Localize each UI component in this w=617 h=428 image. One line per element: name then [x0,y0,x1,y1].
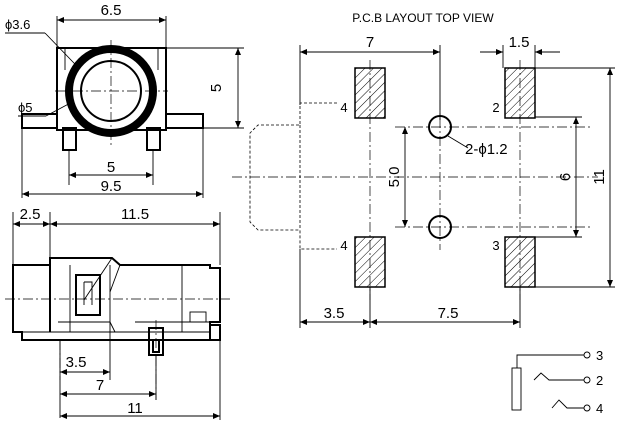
schematic-pin-2: 2 [596,373,603,388]
pin-schematic: 3 2 4 [511,348,603,416]
front-pin-right [146,127,161,151]
front-view: 6.5 ϕ3.6 ϕ5 5 5 [5,2,244,198]
dim-hole-spacing: 5.0 [386,167,403,188]
front-pin-left [62,127,77,151]
dim-hole-spec: 2-ϕ1.2 [465,141,508,158]
pad-label-top-left: 4 [340,100,347,115]
pad-label-bottom-right: 3 [492,238,499,253]
side-view: 2.5 11.5 3.5 7 [5,206,230,420]
dim-pin-distance: 7 [96,377,104,394]
dim-front-width-top: 6.5 [101,2,122,19]
schematic-plug [511,367,522,411]
jack-body-side [12,257,221,341]
dim-body-length: 11.5 [121,206,149,223]
dim-hole-diameter: ϕ3.6 [5,17,30,32]
dim-pad-pitch-right: 6 [557,173,574,181]
dim-body-width: 9.5 [101,178,122,195]
dim-total-length: 11 [127,400,143,417]
schematic-pin-3: 3 [596,348,603,363]
dim-front-height: 5 [208,84,225,92]
dim-outer-diameter: ϕ5 [18,100,33,115]
dim-overall-height: 11 [591,169,608,185]
dim-pad-span: 7.5 [438,305,459,322]
pcb-layout: P.C.B LAYOUT TOP VIEW 7 1.5 4 4 2 3 [232,11,615,328]
dim-pin-spacing: 5 [107,159,115,176]
pcb-layout-title: P.C.B LAYOUT TOP VIEW [352,11,494,25]
pad-label-top-right: 2 [492,100,499,115]
dim-nose-length: 2.5 [20,206,41,223]
schematic-pin-4: 4 [596,401,603,416]
dim-pad-width: 1.5 [509,34,530,51]
dim-pcb-width-left: 7 [366,34,374,51]
pad-label-bottom-left: 4 [340,238,347,253]
dim-pin-offset: 3.5 [66,354,87,371]
dim-left-offset: 3.5 [324,305,345,322]
